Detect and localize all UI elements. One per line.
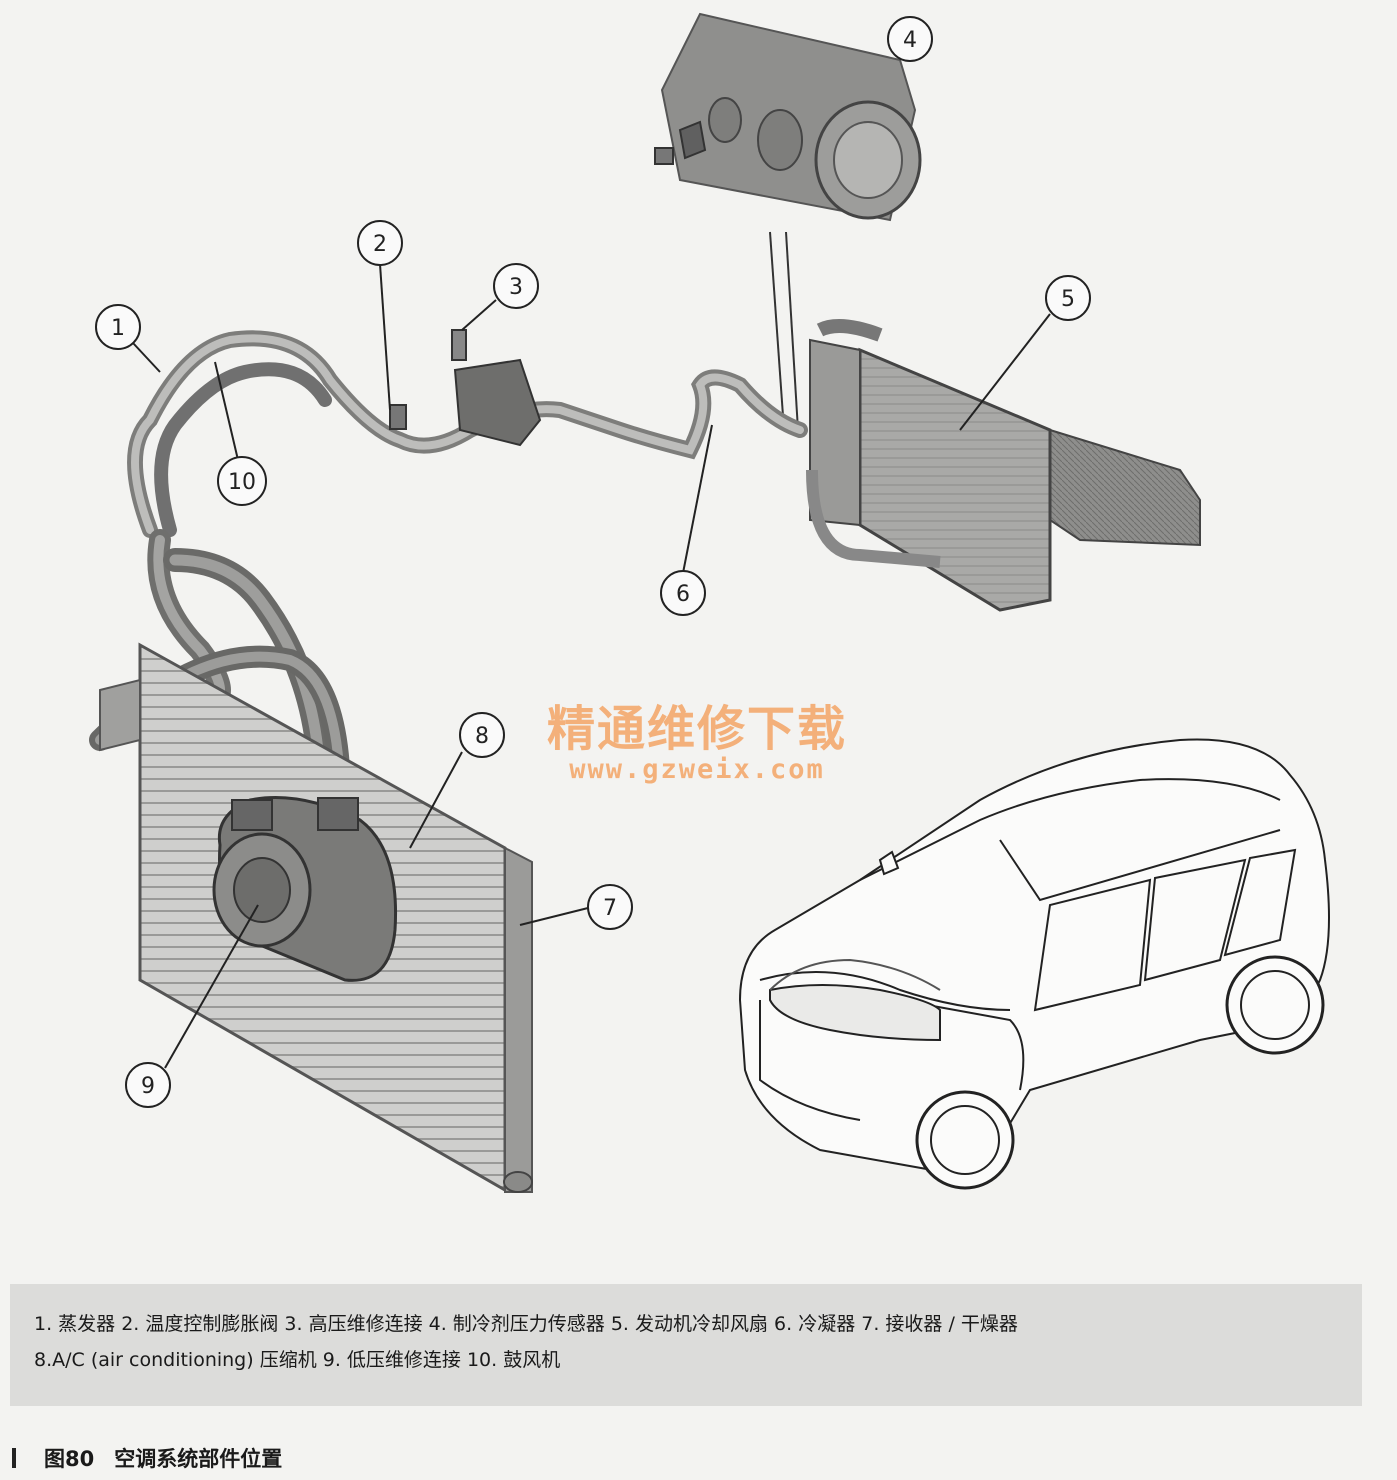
svg-text:5: 5 — [1061, 287, 1075, 312]
callout-1: 1 — [95, 304, 141, 350]
fan-illustration — [806, 319, 1201, 612]
svg-text:2: 2 — [373, 232, 387, 257]
callout-5: 5 — [1045, 275, 1091, 321]
leader-lines — [132, 263, 1051, 1069]
compressor-illustration — [212, 796, 398, 982]
callout-2: 2 — [357, 220, 403, 266]
svg-text:10: 10 — [228, 470, 256, 495]
svg-text:4: 4 — [903, 28, 917, 53]
watermark-text: 精通维修下载 — [547, 701, 847, 757]
legend-line-2: 8.A/C (air conditioning) 压缩机 9. 低压维修连接 1… — [34, 1349, 561, 1371]
watermark-url: www.gzweix.com — [569, 754, 825, 785]
vehicle-illustration — [738, 738, 1330, 1190]
svg-text:6: 6 — [676, 582, 690, 607]
legend-box: 1. 蒸发器 2. 温度控制膨胀阀 3. 高压维修连接 4. 制冷剂压力传感器 … — [10, 1284, 1362, 1406]
svg-text:9: 9 — [141, 1074, 155, 1099]
component-diagram: 1 2 3 4 5 6 7 8 9 10 精通维修下载 www.gzweix.c… — [89, 12, 1330, 1193]
callout-3: 3 — [493, 263, 539, 309]
svg-text:3: 3 — [509, 275, 523, 300]
callout-9: 9 — [125, 1062, 171, 1108]
receiver-can-illustration — [389, 329, 542, 447]
svg-text:7: 7 — [603, 896, 617, 921]
svg-text:1: 1 — [111, 316, 125, 341]
callout-4: 4 — [887, 16, 933, 62]
svg-text:8: 8 — [475, 724, 489, 749]
callout-7: 7 — [587, 884, 633, 930]
callout-10: 10 — [217, 456, 267, 506]
pressure-sensor-illustration — [654, 12, 922, 431]
caption-bar — [12, 1448, 16, 1468]
legend-line-1: 1. 蒸发器 2. 温度控制膨胀阀 3. 高压维修连接 4. 制冷剂压力传感器 … — [34, 1313, 1018, 1335]
figure-caption: 图80 空调系统部件位置 — [12, 1438, 282, 1478]
callout-6: 6 — [660, 570, 706, 616]
figure-title: 空调系统部件位置 — [114, 1447, 283, 1471]
callout-8: 8 — [459, 712, 505, 758]
figure-number: 图80 — [44, 1447, 95, 1471]
